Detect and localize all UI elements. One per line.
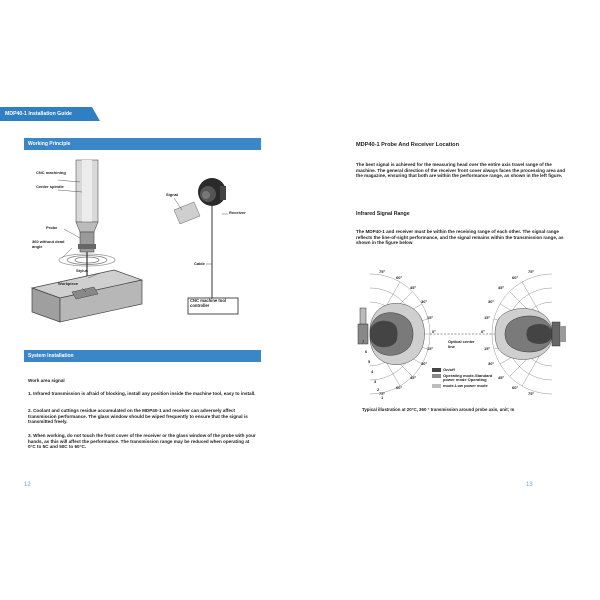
working-principle-illustration [30,159,239,323]
angle-right-30-bottom: 30° [488,361,495,366]
range-legend: On/off Operating mode-Standard power mod… [432,367,502,389]
label-dead-angle: 360 without dead angle [32,239,65,249]
label-cnc-machining: CNC machining [36,170,66,175]
angle-right-30-top: 30° [488,299,495,304]
label-workpiece: Workpiece [58,281,79,286]
angle-right-75-top: 75° [528,269,535,274]
radius-tick-1: 1 [381,395,384,400]
legend-swatch-standard [432,373,441,378]
angle-left-30-top: 30° [421,299,428,304]
optical-center-line-label: Optical center line [448,339,475,349]
legend-label: mode-Low power mode [443,382,488,388]
angle-left-75-bottom: 75° [379,391,386,396]
legend-label: On/off [443,367,455,373]
location-text: The best signal is achieved for the meas… [356,162,566,179]
legend-item: Operating mode-Standard power mode Opera… [432,372,502,383]
angle-right-15-bottom: 15° [484,346,491,351]
working-principle-header: Working Principle [24,138,261,150]
angle-right-45-top: 45° [498,285,505,290]
label-probe: Probe [46,225,58,230]
angle-left-75-top: 75° [379,269,386,274]
system-installation-header: System Installation [24,350,261,362]
angle-left-30-bottom: 30° [421,361,428,366]
installation-item-2: 2. Coolant and cuttings residue accumula… [28,408,248,425]
label-stylus: Stylus [76,268,89,273]
diagram-caption: Typical illustration at 20°C, 360 ° tran… [362,407,515,412]
angle-left-60-top: 60° [396,275,403,280]
installation-item-1: 1. Infrared transmission is afraid of bl… [28,391,256,396]
label-cnc-controller: CNC machine tool controller [190,298,227,308]
angle-right-75-bottom: 75° [528,391,535,396]
angle-left-15-bottom: 15° [427,346,434,351]
label-cable: Cable [194,261,205,266]
infrared-range-diagram [357,273,566,395]
infrared-text: The MDP40-1 and receiver must be within … [356,229,564,246]
label-receiver: Receiver [229,210,246,215]
angle-left-45-bottom: 45° [410,375,417,380]
radius-tick-4: 4 [371,369,374,374]
angle-left-0: 0° [432,329,436,334]
angle-left-45-top: 45° [410,285,417,290]
guide-header-tab: MDP40-1 Installation Guide [0,107,100,121]
angle-left-15-top: 15° [427,315,434,320]
legend-swatch-low-power [432,383,441,388]
label-center-spindle: Center spindle [36,184,64,189]
angle-right-60-top: 60° [512,275,519,280]
legend-swatch-on-off [432,368,441,372]
radius-tick-7: 7 [362,339,365,344]
location-title: MDP40-1 Probe And Receiver Location [356,142,459,148]
installation-item-3: 3. When working, do not touch the front … [28,433,256,450]
page-number-right: 13 [526,482,533,488]
legend-label: Operating mode-Standard power mode Opera… [443,372,493,383]
infrared-title: Infrared Signal Range [356,211,410,217]
radius-tick-6: 6 [365,349,368,354]
angle-right-45-bottom: 45° [498,375,505,380]
label-signal: Signal [166,192,179,197]
angle-left-60-bottom: 60° [396,385,403,390]
radius-tick-5: 5 [368,359,371,364]
angle-right-15-top: 15° [484,315,491,320]
radius-tick-2: 2 [377,387,380,392]
angle-right-60-bottom: 60° [512,385,519,390]
angle-right-0: 0° [481,329,485,334]
legend-item: mode-Low power mode [432,382,502,389]
radius-tick-3: 3 [374,379,377,384]
legend-item: On/off [432,367,502,373]
work-area-signal-subtitle: Work area signal [28,378,65,383]
page-number-left: 12 [24,482,31,488]
